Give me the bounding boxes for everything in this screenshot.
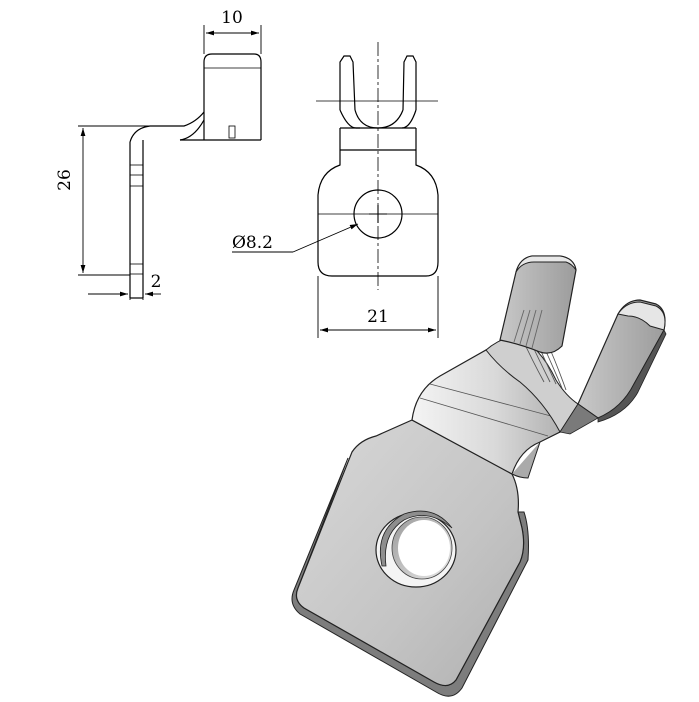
side-view bbox=[129, 53, 262, 299]
side-view-dimensions bbox=[78, 25, 262, 300]
dim-thickness: 2 bbox=[151, 272, 162, 292]
dim-width-front: 21 bbox=[367, 307, 389, 327]
front-view-dimensions bbox=[232, 223, 439, 338]
front-view-centerlines bbox=[316, 42, 438, 290]
dim-height-side: 26 bbox=[55, 169, 75, 191]
isometric-render bbox=[291, 255, 667, 697]
dim-width-top: 10 bbox=[221, 8, 243, 28]
dim-hole-diameter: Ø8.2 bbox=[232, 233, 273, 253]
